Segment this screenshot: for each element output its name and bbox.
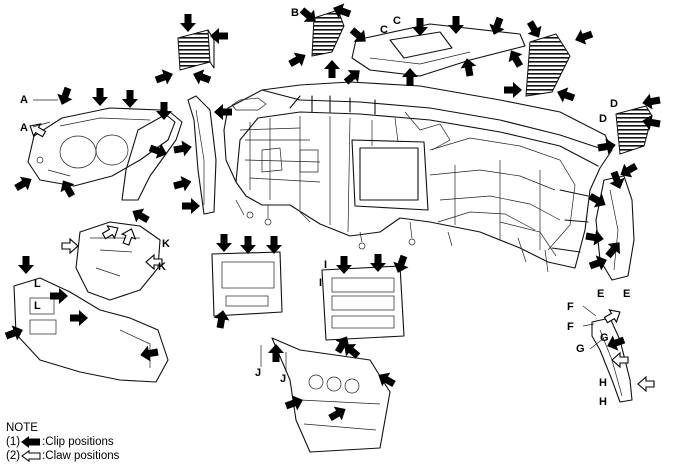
- callout-label: J: [280, 373, 286, 385]
- callout-label: F: [567, 321, 574, 333]
- vent-left-upper: [177, 29, 215, 71]
- callout-label: E: [623, 288, 630, 300]
- note-item-number: (2): [6, 450, 21, 462]
- callout-labels: A A B C C D D E E F F G G H H I I J J K …: [20, 7, 630, 408]
- callout-label: C: [393, 15, 401, 27]
- note-item-text: :Claw positions: [42, 450, 120, 462]
- note-item-clip: (1) :Clip positions: [6, 435, 119, 449]
- callout-label: A: [20, 94, 28, 106]
- callout-label: F: [567, 301, 574, 313]
- callout-label: K: [158, 261, 166, 273]
- callout-label: D: [599, 113, 607, 125]
- callout-label: G: [576, 343, 585, 355]
- outline-arrow-icon: [21, 450, 41, 462]
- callout-label: A: [20, 122, 28, 134]
- callout-label: B: [291, 7, 299, 19]
- callout-label: L: [34, 278, 41, 290]
- callout-label: G: [600, 332, 609, 344]
- audio-panel: [321, 265, 405, 341]
- solid-arrow-icon: [21, 436, 41, 448]
- callout-label: L: [34, 300, 41, 312]
- legend-note: NOTE (1) :Clip positions (2) :Claw posit…: [6, 421, 119, 463]
- instrument-panel-assembly: [223, 81, 613, 273]
- note-item-text: :Clip positions: [42, 436, 114, 448]
- callout-label: D: [610, 98, 618, 110]
- note-heading: NOTE: [6, 422, 38, 434]
- vent-right-side: [615, 105, 653, 155]
- display-bezel: [211, 251, 283, 317]
- callout-label: C: [380, 24, 388, 36]
- callout-label: I: [324, 259, 327, 271]
- note-item-number: (1): [6, 436, 21, 448]
- callout-label: K: [162, 238, 170, 250]
- note-item-claw: (2) :Claw positions: [6, 449, 119, 463]
- callout-label: J: [255, 367, 261, 379]
- callout-label: I: [319, 277, 322, 289]
- lower-console: [271, 337, 391, 453]
- callout-label: H: [599, 396, 607, 408]
- lower-panel-left: [13, 277, 169, 383]
- pillar-trim-left: [187, 95, 217, 215]
- callout-label: H: [599, 377, 607, 389]
- callout-label: E: [597, 288, 604, 300]
- vent-center-upper: [311, 9, 345, 57]
- vent-right-upper: [525, 33, 571, 97]
